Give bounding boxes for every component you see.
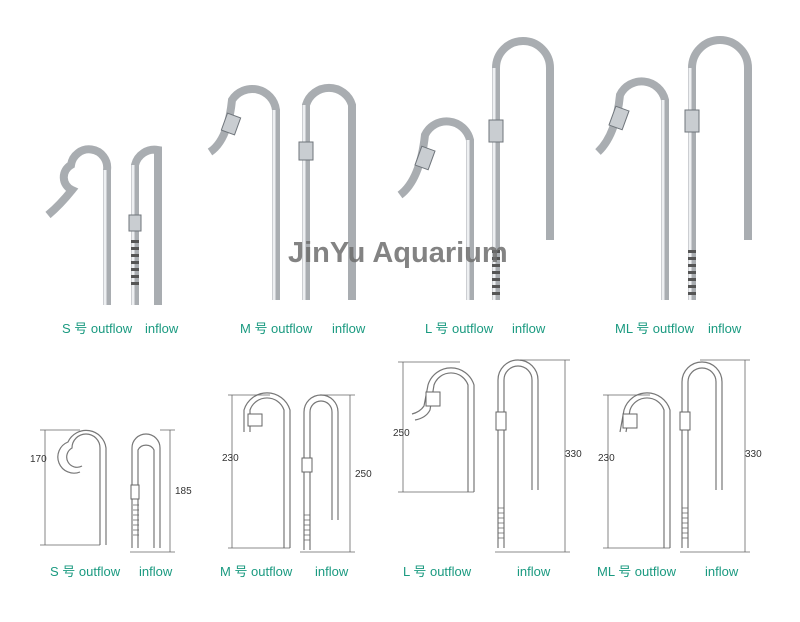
ml-inflow-pipe-photo: [684, 36, 752, 300]
ml-inflow-height: 330: [745, 449, 762, 460]
s-outflow-pipe-photo: [45, 145, 112, 305]
top-l-outflow-label: L 号 outflow: [425, 321, 494, 336]
top-l-inflow-label: inflow: [512, 321, 546, 336]
bottom-s-inflow-label: inflow: [139, 564, 173, 579]
l-inflow-height: 330: [565, 449, 582, 460]
bottom-l-inflow-label: inflow: [517, 564, 551, 579]
top-s-outflow-label: S 号 outflow: [62, 321, 133, 336]
s-inflow-pipe-photo: [128, 145, 162, 305]
m-outflow-pipe-photo: [207, 84, 280, 300]
m-outflow-height: 230: [222, 453, 239, 464]
ml-outflow-drawing: [603, 392, 671, 549]
watermark: JinYu Aquarium: [288, 237, 508, 269]
s-outflow-height: 170: [30, 454, 47, 465]
bottom-m-inflow-label: inflow: [315, 564, 349, 579]
s-inflow-drawing: [130, 429, 175, 553]
top-ml-outflow-label: ML 号 outflow: [615, 321, 695, 336]
l-outflow-height: 250: [393, 428, 410, 439]
top-m-outflow-label: M 号 outflow: [240, 321, 313, 336]
top-m-inflow-label: inflow: [332, 321, 366, 336]
top-ml-inflow-label: inflow: [708, 321, 742, 336]
ml-outflow-pipe-photo: [595, 77, 669, 300]
s-inflow-height: 185: [175, 486, 192, 497]
l-outflow-pipe-photo: [397, 117, 474, 300]
ml-inflow-drawing: [679, 359, 750, 553]
m-inflow-height: 250: [355, 469, 372, 480]
bottom-l-outflow-label: L 号 outflow: [403, 564, 472, 579]
l-inflow-drawing: [495, 359, 570, 553]
l-outflow-drawing: [398, 361, 475, 493]
bottom-ml-outflow-label: ML 号 outflow: [597, 564, 677, 579]
bottom-s-outflow-label: S 号 outflow: [50, 564, 121, 579]
bottom-m-outflow-label: M 号 outflow: [220, 564, 293, 579]
s-outflow-drawing: [40, 429, 107, 546]
m-inflow-drawing: [300, 394, 355, 553]
l-inflow-pipe-photo: [488, 37, 554, 300]
ml-outflow-height: 230: [598, 453, 615, 464]
bottom-ml-inflow-label: inflow: [705, 564, 739, 579]
m-outflow-drawing: [228, 392, 291, 549]
m-inflow-pipe-photo: [298, 83, 356, 300]
top-s-inflow-label: inflow: [145, 321, 179, 336]
